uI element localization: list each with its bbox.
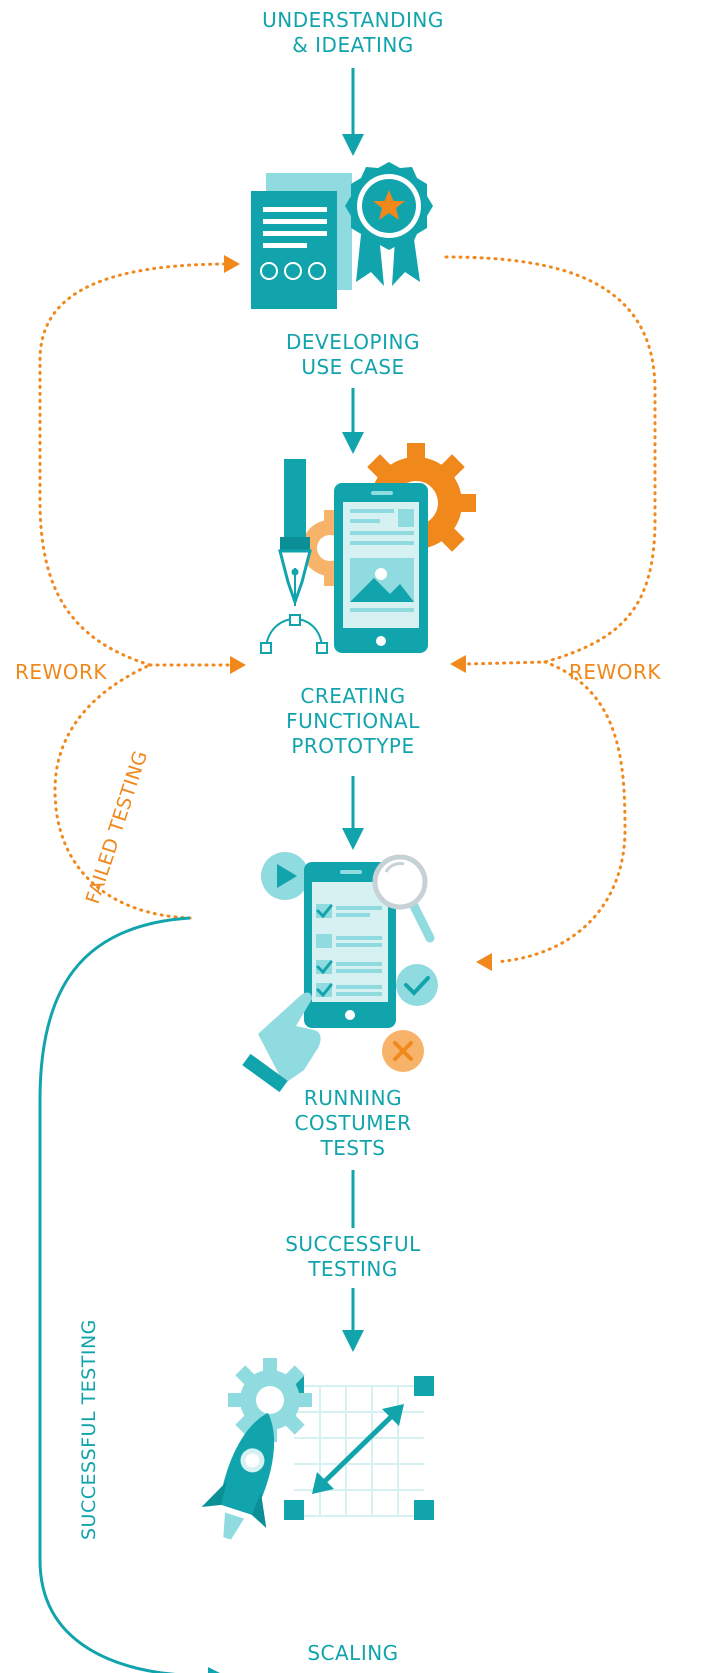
step-label-prototype: CREATING FUNCTIONAL PROTOTYPE: [286, 684, 420, 758]
phone-checklist-magnifier-icon: [242, 852, 438, 1093]
step-label-successful-testing: SUCCESSFUL TESTING: [285, 1232, 421, 1281]
rework-loop-left: [38, 262, 226, 667]
pointing-hand-icon: [258, 992, 321, 1084]
step-label-use-case: DEVELOPING USE CASE: [286, 330, 420, 379]
failed-testing-loop: [53, 663, 192, 920]
main-arrows: [342, 68, 364, 1352]
step-label-scaling: SCALING: [307, 1641, 399, 1665]
rocket-gear-resize-icon: [201, 1358, 434, 1540]
successful-testing-label: SUCCESSFUL TESTING: [78, 1319, 100, 1540]
rework-label-left: REWORK: [14, 660, 108, 684]
pen-tool-phone-gears-icon: [260, 443, 476, 654]
rework-label-right: REWORK: [568, 660, 662, 684]
step-label-understanding: UNDERSTANDING & IDEATING: [262, 8, 444, 57]
successful-testing-loop: [38, 916, 220, 1673]
rework-loop-right-to-tests: [494, 660, 627, 964]
rework-loops: [38, 255, 657, 964]
rework-arrowheads: [224, 255, 492, 971]
document-award-icon: [251, 162, 433, 309]
failed-testing-label: FAILED TESTING: [82, 748, 152, 907]
step-label-tests: RUNNING COSTUMER TESTS: [294, 1086, 412, 1160]
rework-loop-right: [444, 255, 657, 666]
check-badge-icon: [396, 964, 438, 1006]
